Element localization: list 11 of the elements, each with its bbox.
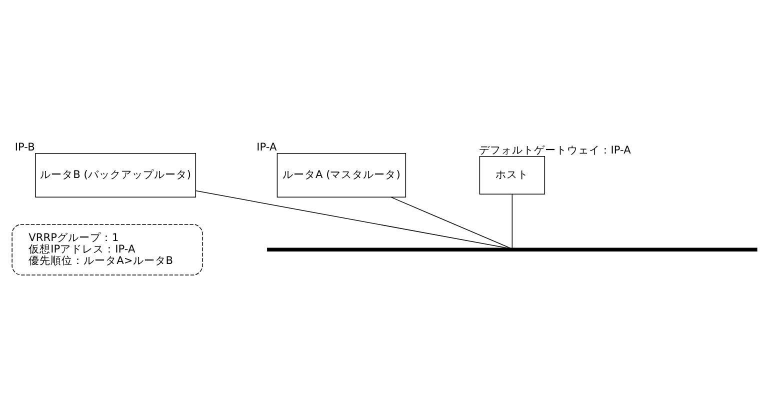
connector	[195, 190, 508, 248]
node-label: IP-B	[14, 140, 35, 153]
node-box: ホスト	[479, 156, 546, 194]
connector	[390, 196, 511, 248]
node-bar	[267, 247, 758, 252]
connector	[512, 194, 513, 248]
node-box: ルータA (マスタルータ)	[276, 152, 406, 198]
node-label: IP-A	[256, 140, 277, 153]
node-box: VRRPグループ：1 仮想IPアドレス：IP-A 優先順位：ルータA>ルータB	[12, 223, 203, 275]
node-box: ルータB (バックアップルータ)	[35, 152, 196, 198]
node-label: デフォルトゲートウェイ：IP-A	[478, 144, 631, 156]
